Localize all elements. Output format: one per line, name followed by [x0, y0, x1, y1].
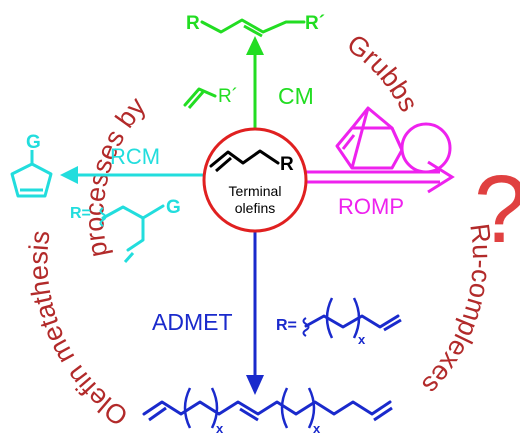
- admet-product-paren-2-close: [307, 387, 316, 429]
- rcm-substrate-g: G: [166, 197, 181, 218]
- romp-fused-ring: [400, 122, 452, 174]
- admet-substrate-sub: x: [358, 332, 366, 347]
- cm-reagent-structure: [183, 87, 217, 107]
- cm-label: CM: [278, 83, 314, 109]
- romp-double-bond: [341, 134, 356, 150]
- arc-text-top-right: Grubbs: [342, 28, 425, 116]
- admet-substrate-chain: [304, 314, 400, 329]
- romp-bridge-back: [350, 107, 370, 169]
- center-line-1: Terminal: [229, 183, 282, 199]
- cm-reagent-r-prime: R´: [218, 86, 238, 107]
- admet-substrate-paren-open: [325, 297, 334, 339]
- admet-arrow-head: [246, 375, 264, 395]
- admet-product-double-bond-middle: [239, 407, 259, 422]
- admet-substrate-paren-close: [352, 297, 361, 339]
- admet-product-chain: [142, 400, 392, 416]
- admet-product-sub-1: x: [216, 421, 224, 436]
- rcm-substrate-prefix: R=: [70, 205, 91, 222]
- center-olefin-double-bond: [215, 156, 232, 173]
- admet-product-paren-1-open: [183, 387, 192, 429]
- rcm-substrate-double-bond: [123, 252, 135, 263]
- rcm-product-ring: [10, 162, 53, 198]
- cm-product-r-prime: R´: [305, 13, 325, 34]
- romp-branch: ROMP: [305, 106, 455, 219]
- rcm-product-g: G: [26, 132, 41, 153]
- admet-product-double-bond-left: [148, 406, 167, 422]
- admet-label: ADMET: [152, 309, 233, 335]
- rcm-label: RCM: [110, 144, 160, 169]
- rcm-substrate-chain: [101, 204, 165, 220]
- romp-fusion-bond: [390, 127, 404, 151]
- admet-product-double-bond-right: [373, 406, 393, 422]
- romp-arrow-head: [427, 160, 455, 194]
- cm-product-structure: [200, 18, 306, 34]
- admet-substrate-double-bond: [383, 318, 402, 332]
- rcm-arrow-head: [60, 166, 78, 184]
- rcm-substrate-vinyl: [126, 216, 145, 252]
- rcm-branch: RCM G R= G: [10, 132, 205, 263]
- center-line-2: olefins: [235, 200, 275, 216]
- arc-text-bottom-left: Olefin metathesis: [23, 229, 133, 432]
- admet-substrate-prefix: R=: [276, 317, 297, 334]
- cm-product-r: R: [186, 13, 200, 34]
- admet-product-sub-2: x: [313, 421, 321, 436]
- cm-reagent-double-bond: [187, 91, 205, 109]
- admet-substrate-wavy-bond: [302, 317, 310, 337]
- admet-branch: ADMET R= x x x: [142, 220, 402, 436]
- center-terminal-olefins: R Terminal olefins: [202, 127, 308, 233]
- admet-product-paren-2-open: [280, 387, 289, 429]
- center-olefin-structure: [209, 149, 280, 168]
- admet-product-paren-1-close: [210, 387, 219, 429]
- cm-arrow-head: [246, 36, 264, 55]
- romp-bridge: [350, 106, 394, 130]
- cm-branch: R R´ R´ CM: [183, 13, 325, 140]
- romp-norbornene-base: [335, 126, 404, 170]
- question-mark: ?: [474, 156, 520, 263]
- romp-label: ROMP: [338, 194, 404, 219]
- center-r: R: [280, 154, 294, 175]
- cm-product-double-bond: [243, 24, 263, 38]
